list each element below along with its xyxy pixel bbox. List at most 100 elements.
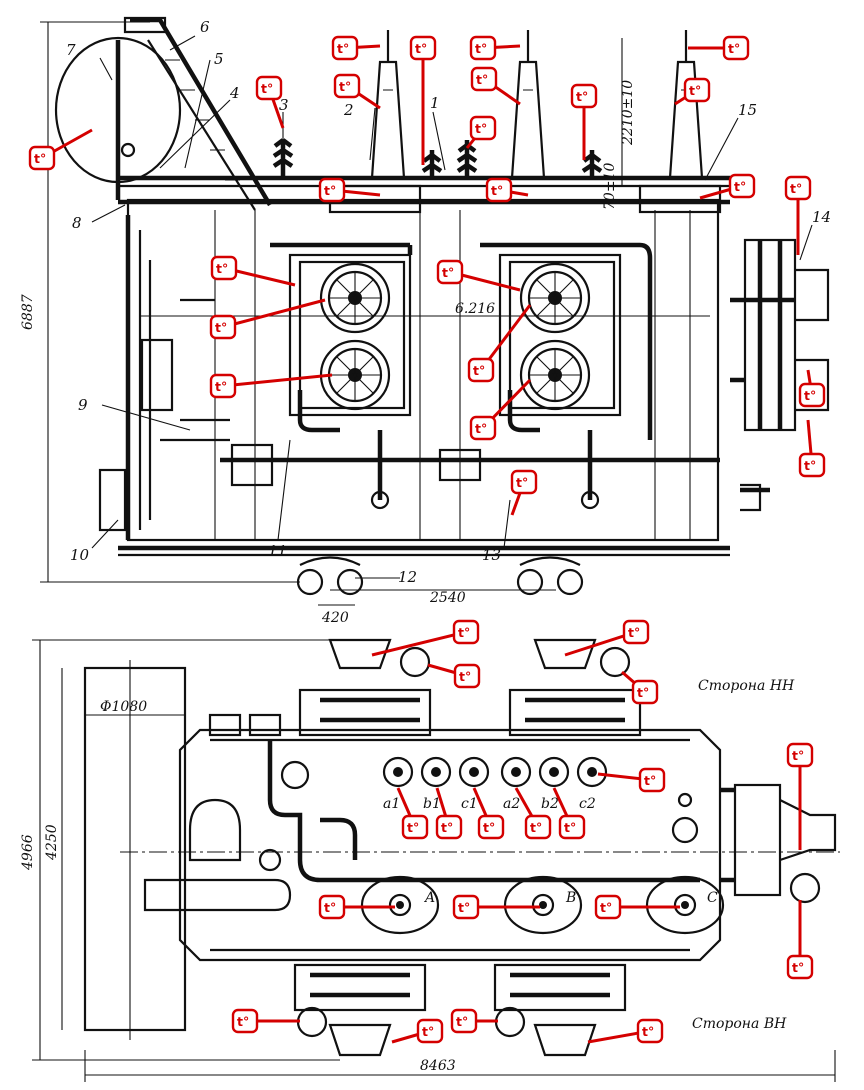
temperature-sensor-tag: t° (436, 259, 464, 285)
temperature-sensor-tag: t° (452, 619, 480, 645)
terminal-b1: b1 (423, 796, 441, 812)
temperature-sensor-tag: t° (318, 894, 346, 920)
cooler-spacing-dim: 6.216 (455, 301, 495, 317)
callout-8: 8 (72, 214, 82, 232)
callout-6: 6 (200, 18, 210, 36)
sensor-label: t° (441, 820, 453, 835)
sensor-label: t° (792, 748, 804, 763)
callout-15: 15 (738, 101, 757, 119)
sensor-label: t° (415, 41, 427, 56)
callout-12: 12 (398, 568, 417, 586)
wheel-spacing-dim: 420 (321, 610, 349, 626)
sensor-label: t° (237, 1014, 249, 1029)
sensor-label: t° (564, 820, 576, 835)
temperature-sensor-tag: t° (231, 1008, 259, 1034)
callout-11: 11 (268, 542, 287, 560)
sensor-label: t° (728, 41, 740, 56)
temperature-sensor-tag: t° (450, 1008, 478, 1034)
sensor-label: t° (600, 900, 612, 915)
sensor-label: t° (792, 960, 804, 975)
temperature-sensor-tag: t° (798, 382, 826, 408)
sensor-label: t° (34, 151, 46, 166)
lv-terminals (382, 756, 608, 788)
sensor-label: t° (473, 363, 485, 378)
temperature-sensor-tag: t° (477, 814, 505, 840)
sensor-label: t° (215, 379, 227, 394)
wheel-set-right (516, 556, 584, 596)
temperature-sensor-tag: t° (209, 314, 237, 340)
plan-width-dim: 4966 (20, 834, 36, 871)
callout-13: 13 (482, 546, 501, 564)
temperature-sensor-tag: t° (255, 75, 283, 101)
temperature-sensor-tag: t° (798, 452, 826, 478)
hv-side-label: Сторона ВН (692, 1016, 787, 1032)
sensor-leader (222, 298, 326, 329)
sensor-label: t° (456, 1014, 468, 1029)
hv-terminals (360, 875, 725, 935)
side-view: 6887 (20, 16, 831, 626)
lv-side-label: Сторона НН (698, 678, 795, 694)
terminal-a1: a1 (383, 796, 400, 812)
sensor-label: t° (339, 79, 351, 94)
wheel-base-dim: 2540 (429, 590, 466, 606)
temperature-sensor-tag: t° (558, 814, 586, 840)
temperature-sensor-tag: t° (485, 177, 513, 203)
sensor-label: t° (804, 388, 816, 403)
sensor-label: t° (790, 181, 802, 196)
temperature-sensor-tag: t° (333, 73, 361, 99)
sensor-label: t° (491, 183, 503, 198)
conservator-plan (83, 666, 187, 1032)
overall-height-dim: 6887 (20, 294, 36, 330)
temperature-sensor-tag: t° (416, 1018, 444, 1044)
sensor-label: t° (407, 820, 419, 835)
lv-cooler-1 (298, 638, 432, 737)
callout-14: 14 (812, 208, 831, 226)
callout-3: 3 (279, 96, 289, 114)
terminal-c2: c2 (579, 796, 596, 812)
wheel-set-left (296, 556, 364, 596)
cooler-unit-2 (498, 253, 622, 433)
temperature-sensor-tag: t° (638, 767, 666, 793)
hv-cooler-1 (293, 963, 427, 1057)
tank-body (126, 198, 720, 542)
temperature-sensor-tag: t° (524, 814, 552, 840)
sensor-label: t° (628, 625, 640, 640)
sensor-layer: t° t° t° t° t° t° t° t° t° t° t° t° t° t° t° t° t° t° t° t°… (28, 35, 826, 1044)
temperature-sensor-tag: t° (469, 35, 497, 61)
temperature-sensor-tag: t° (510, 469, 538, 495)
temperature-sensor-tag: t° (401, 814, 429, 840)
bushing-height-dim: 2210±10 (620, 80, 636, 146)
phase-c: C (707, 890, 718, 906)
callout-5: 5 (214, 50, 224, 68)
hv-cooler-2 (493, 963, 627, 1057)
temperature-sensor-tag: t° (728, 173, 756, 199)
plan-length-dim: 8463 (420, 1058, 456, 1074)
temperature-sensor-tag: t° (469, 415, 497, 441)
temperature-sensor-tag: t° (786, 954, 814, 980)
phase-b: B (565, 890, 576, 906)
temperature-sensor-tag: t° (470, 66, 498, 92)
temperature-sensor-tag: t° (570, 83, 598, 109)
temperature-sensor-tag: t° (331, 35, 359, 61)
temperature-sensor-tag: t° (784, 175, 812, 201)
sensor-label: t° (337, 41, 349, 56)
sensor-label: t° (458, 900, 470, 915)
bushing-hv-2 (510, 30, 546, 180)
temperature-sensor-tag: t° (622, 619, 650, 645)
sensor-label: t° (644, 773, 656, 788)
sensor-label: t° (689, 83, 701, 98)
sensor-label: t° (215, 320, 227, 335)
sensor-label: t° (476, 72, 488, 87)
sensor-label: t° (637, 685, 649, 700)
sensor-leader (371, 630, 467, 657)
sensor-label: t° (642, 1024, 654, 1039)
sensor-label: t° (483, 820, 495, 835)
bushing-hv-1 (370, 30, 406, 180)
temperature-sensor-tag: t° (683, 77, 711, 103)
sensor-label: t° (261, 81, 273, 96)
plan-inner-width-dim: 4250 (44, 824, 60, 861)
callout-4: 4 (229, 84, 240, 102)
conservator-diameter-dim: Φ1080 (100, 699, 147, 715)
terminal-a2: a2 (503, 796, 520, 812)
